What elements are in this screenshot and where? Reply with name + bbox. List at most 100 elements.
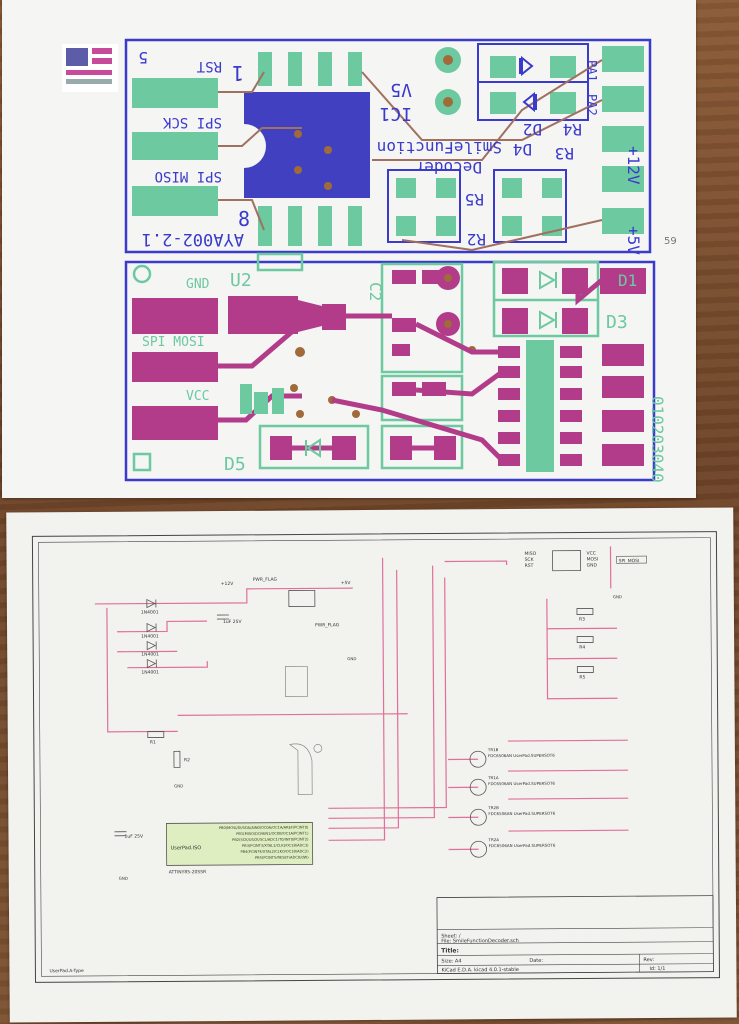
schematic-drawing: Sheet: / File: SmileFunctionDecoder.sch …: [31, 531, 720, 983]
file-label: File: SmileFunctionDecoder.sch: [441, 938, 519, 945]
resistor-label-r3: R3: [579, 617, 585, 623]
top-diode-symbols: [519, 55, 537, 113]
pcb-label-1: 1: [232, 61, 244, 85]
size-label: Size: A4: [441, 958, 461, 964]
header-pin-sck: SCK: [525, 557, 535, 563]
pcb-label-d2: D2: [523, 120, 542, 139]
date-label: Date:: [529, 958, 543, 964]
bottom-vias: [290, 266, 476, 418]
pcb-layout-printout: RST SPI SCK SPI MISO 5 1 8 IC1 V5 D2 D4 …: [2, 0, 696, 498]
fet-part-1: FDC6506AN UserPad.SUPERSOT6: [488, 753, 555, 758]
bottom-left-pads: [132, 296, 346, 440]
net-label-5v: +5V: [341, 580, 352, 586]
gnd-label-2: GND: [613, 594, 622, 599]
ground-pour: [244, 92, 370, 198]
gnd-label-1: GND: [347, 656, 356, 661]
resistor-label-r2: R2: [184, 757, 190, 763]
mcu-part: ATTINY85-20SSR: [169, 869, 207, 875]
top-silk-text: RST SPI SCK SPI MISO 5 1 8 IC1 V5 D2 D4 …: [138, 48, 643, 255]
diode-label-3: 1N4001: [141, 651, 159, 657]
id-label: Id: 1/1: [649, 966, 665, 972]
pcb-label-d5: D5: [224, 454, 246, 475]
pencil-note: 59: [664, 236, 677, 247]
diode-label-2: 1N4001: [141, 633, 159, 639]
pcb-label-r5: R5: [465, 190, 484, 209]
spi-header-symbol: [552, 550, 582, 572]
rev-label: Rev:: [643, 957, 654, 963]
pcb-label-d3: D3: [606, 312, 628, 333]
capacitor-symbols: [114, 614, 229, 837]
cap-label-c2: 1uF 25V: [223, 619, 243, 625]
pencil-sketches: [284, 666, 323, 795]
pcb-label-r4: R4: [563, 120, 582, 139]
title-label: Title:: [441, 947, 459, 954]
mcu-pin-pb4: PB4(PCINT4/XTAL2/CLKO/OC1B/ADC2): [240, 849, 309, 853]
pcb-label-c2: C2: [366, 282, 385, 301]
diode-label-1: 1N4001: [141, 609, 159, 615]
spi-header-pins: MISO SCK RST VCC MOSI GND: [525, 550, 599, 569]
sheet-label: Sheet: /: [441, 933, 461, 939]
diode-symbols: [146, 598, 157, 669]
fet-label-tr1b: TR1B: [487, 747, 499, 752]
resistor-labels: R3 R4 R5 R1 R2: [150, 617, 586, 764]
header-pin-rst: RST: [525, 563, 534, 569]
mcu-symbol: [166, 822, 314, 866]
mosfet-labels: TR1B FDC6506AN UserPad.SUPERSOT6 TR1A FD…: [487, 747, 556, 848]
bottom-board-outline: [124, 260, 656, 482]
mcu-pin-pb2: PB2(SCK/USCK/SCL/ADC1/T0/INT0/PCINT2): [232, 837, 309, 842]
pcb-label-decoder: Decoder: [414, 158, 482, 177]
top-silk-boxes: [387, 43, 589, 243]
pcb-label-12v: +12V: [624, 146, 643, 185]
pcb-label-spi-mosi: SPI MOSI: [142, 335, 205, 350]
pcb-label-v5: V5: [390, 79, 412, 100]
fet-part-2: FDC6506AN UserPad.SUPERSOT6: [488, 781, 555, 786]
top-left-pads: [132, 78, 218, 216]
tool-label: KiCad E.D.A. kicad 4.0.1-stable: [441, 967, 518, 974]
diode-label-4: 1N4001: [141, 669, 159, 675]
bottom-smd-pads: [270, 268, 646, 466]
highlighted-nets: [94, 546, 629, 851]
pcb-label-spi-miso: SPI MISO: [155, 168, 222, 184]
top-board-outline: [124, 38, 652, 254]
pcb-label-pa1: PA1: [585, 60, 599, 82]
mosfet-symbols: [469, 750, 487, 858]
gnd-label-3: GND: [174, 783, 183, 788]
pcb-label-u2: U2: [230, 270, 252, 291]
pcb-label-ic1: IC1: [379, 103, 412, 124]
gnd-label-4: GND: [119, 876, 128, 881]
fet-label-tr1a: TR1A: [487, 775, 499, 780]
pcb-label-5v: +5V: [624, 226, 643, 255]
pcb-label-board-id: AYA002-2.1: [142, 229, 244, 249]
bottom-traces: [218, 278, 604, 462]
cap-label-c1: 1uF 25V: [124, 834, 144, 840]
pcb-label-vcc: VCC: [186, 389, 209, 404]
top-vias: [294, 47, 461, 190]
pcb-label-r2: R2: [467, 230, 486, 249]
resistor-label-r1: R1: [150, 740, 156, 746]
bottom-silk-green: [132, 252, 600, 472]
resistor-label-r5: R5: [579, 675, 585, 681]
mcu-pin-pb0: PB0(MOSI/DI/SDA/AIN0/OC0A/OC1A/AREF/PCIN…: [219, 825, 309, 830]
logo-mark: [62, 44, 118, 92]
pcb-label-pa2: PA2: [585, 94, 599, 116]
pcb-label-rst: RST: [196, 58, 222, 74]
pcb-label-smilefunction: SmileFunction: [377, 138, 502, 157]
pcb-label-d1: D1: [618, 271, 637, 290]
schematic-frame: [31, 531, 720, 983]
mcu-pin-labels: PB0(MOSI/DI/SDA/AIN0/OC0A/OC1A/AREF/PCIN…: [219, 825, 309, 859]
pcb-label-r3: R3: [555, 144, 574, 163]
bottom-ic-body: [526, 340, 554, 472]
title-block: Sheet: / File: SmileFunctionDecoder.sch …: [436, 895, 714, 974]
fet-part-4: FDC6506AN UserPad.SUPERSOT6: [489, 843, 556, 848]
header-pin-vcc: VCC: [587, 550, 596, 556]
mcu-pin-pb1: PB1(MISO/DO/AIN1/OC0B/OC1A/PCINT1): [236, 831, 309, 836]
net-label-spi-mosi: SPI_MOSI: [619, 558, 640, 564]
ground-labels: GND GND GND GND: [119, 594, 622, 881]
fet-label-tr2b: TR2B: [487, 805, 499, 810]
pcb-label-5: 5: [138, 48, 148, 67]
resistor-label-r4: R4: [579, 645, 585, 651]
pcb-label-spi-sck: SPI SCK: [162, 114, 222, 130]
bottom-diode-symbols: [305, 270, 557, 458]
pcb-label-pin-numbers: 010203040: [648, 396, 667, 483]
ic-pads: [258, 52, 362, 246]
